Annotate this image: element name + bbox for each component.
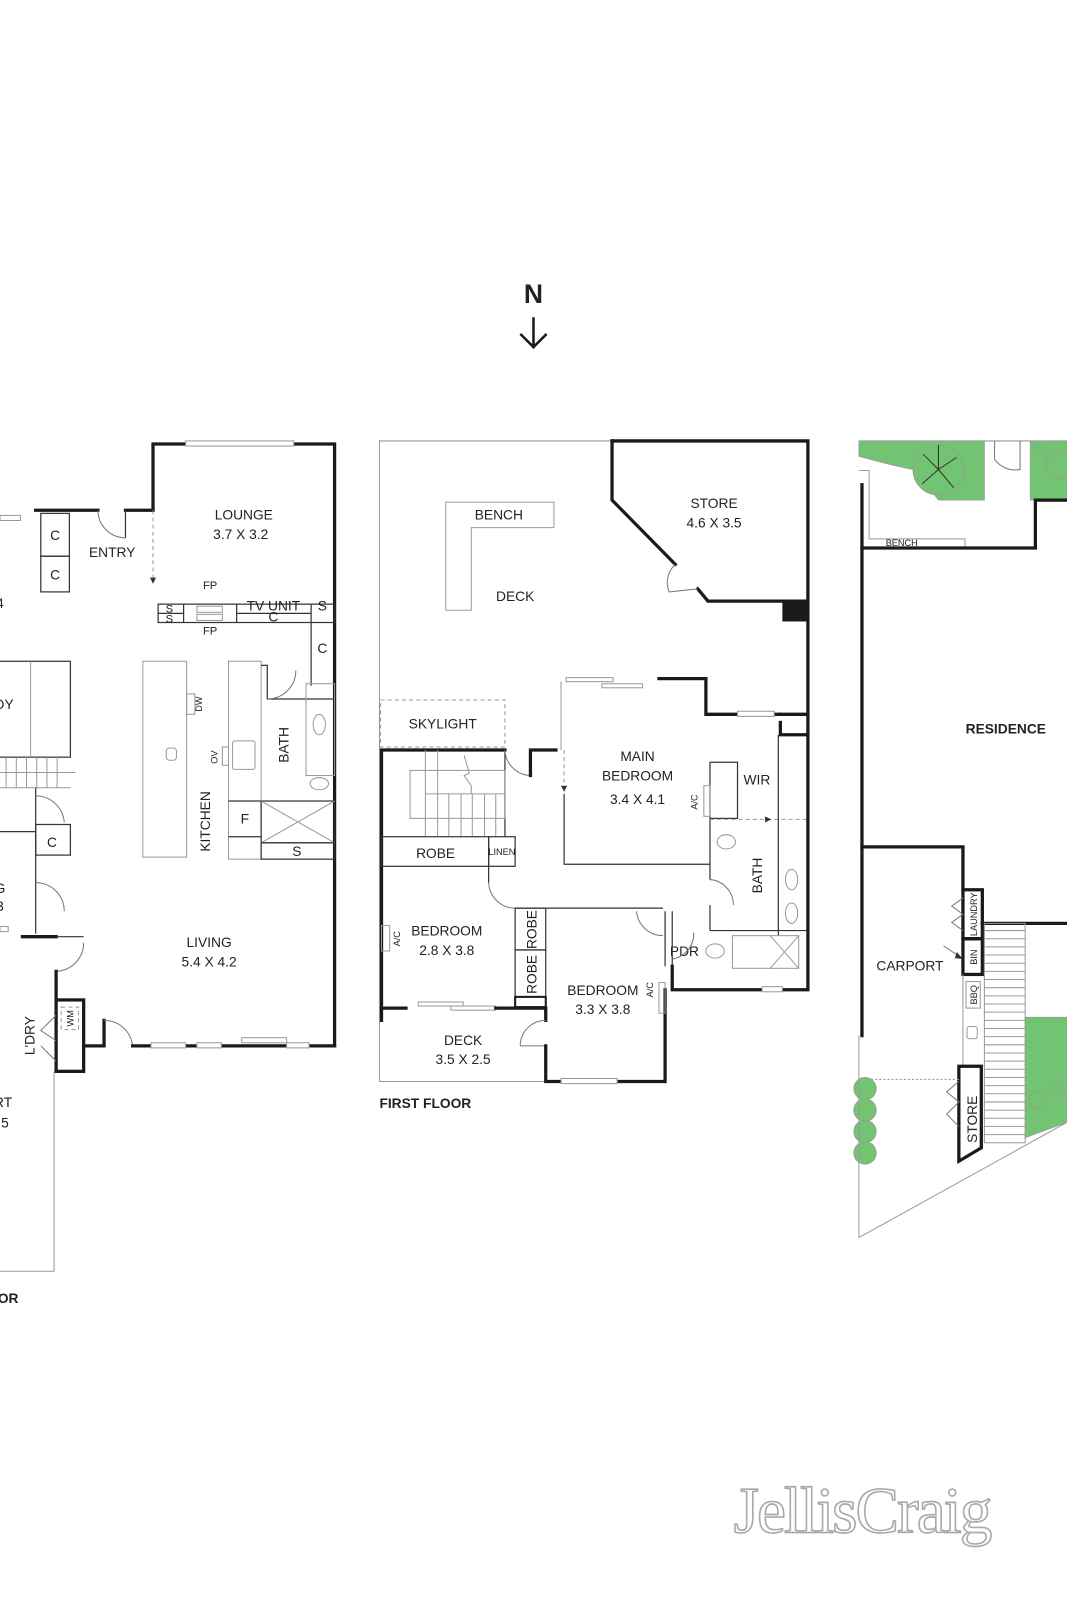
cupboard-label: C bbox=[268, 609, 278, 624]
fireplace-label: FP bbox=[203, 626, 217, 638]
dining-size-fragment: 3 bbox=[0, 899, 4, 914]
oven-label: OV bbox=[209, 750, 219, 764]
store-label: STORE bbox=[690, 496, 737, 511]
cupboard-label: C bbox=[47, 835, 57, 850]
living-label: LIVING bbox=[187, 935, 232, 950]
tv-unit-label: TV UNIT bbox=[247, 598, 301, 613]
entry-label: ENTRY bbox=[89, 545, 135, 560]
garden-area bbox=[1024, 1016, 1067, 1139]
pdr-label: PDR bbox=[670, 944, 699, 959]
stairs bbox=[0, 757, 76, 789]
shelf-label: S bbox=[166, 614, 173, 626]
ac-label: A/C bbox=[392, 931, 402, 947]
carport-label-fragment: RT bbox=[0, 1095, 13, 1110]
lounge-label: LOUNGE bbox=[215, 507, 273, 522]
bath-label: BATH bbox=[750, 858, 765, 894]
kitchen-label: KITCHEN bbox=[198, 791, 213, 851]
bin-label: BIN bbox=[969, 949, 979, 964]
ground-floor-plan: C C LOUNGE 3.7 X 3.2 ENTRY S S FP FP TV … bbox=[0, 440, 337, 1306]
washing-machine-label: WM bbox=[65, 1010, 75, 1026]
deck-size: 3.5 X 2.5 bbox=[436, 1052, 491, 1067]
linen-label: LINEN bbox=[488, 847, 515, 857]
fridge-label: F bbox=[241, 811, 249, 826]
tree-icon bbox=[853, 1077, 877, 1165]
shelf-label: S bbox=[292, 844, 301, 859]
skylight-label: SKYLIGHT bbox=[409, 717, 478, 732]
main-bedroom-label: BEDROOM bbox=[602, 769, 673, 784]
bbq-label: BBQ bbox=[969, 985, 979, 1004]
store-label: STORE bbox=[965, 1096, 980, 1143]
dining-label-fragment: G bbox=[0, 881, 5, 896]
bench-label: BENCH bbox=[886, 538, 918, 548]
study-label-fragment: DY bbox=[0, 697, 14, 712]
robe-label: ROBE bbox=[416, 846, 455, 861]
first-floor-title: FIRST FLOOR bbox=[379, 1096, 471, 1111]
bedroom-3-size: 3.3 X 3.8 bbox=[575, 1002, 630, 1017]
north-label: N bbox=[524, 279, 543, 309]
stairs bbox=[983, 922, 1026, 1144]
shelf-label: S bbox=[166, 603, 173, 615]
dishwasher-label: DW bbox=[194, 696, 204, 712]
arrow-down-icon bbox=[519, 317, 548, 349]
cupboard-label: C bbox=[50, 568, 60, 583]
bedroom-2-size: 2.8 X 3.8 bbox=[419, 943, 474, 958]
fireplace-label: FP bbox=[203, 580, 217, 592]
wir-label: WIR bbox=[744, 773, 771, 788]
lounge-size: 3.7 X 3.2 bbox=[213, 527, 268, 542]
residence-label: RESIDENCE bbox=[966, 722, 1046, 737]
laundry-label: L'DRY bbox=[23, 1016, 38, 1055]
north-compass: N bbox=[519, 279, 548, 349]
bath-label: BATH bbox=[277, 727, 292, 763]
ground-floor-title-fragment: OR bbox=[0, 1291, 19, 1306]
deck-label: DECK bbox=[496, 589, 535, 604]
deck-label: DECK bbox=[444, 1033, 483, 1048]
cupboard-label: C bbox=[317, 641, 327, 656]
bedroom-2-label: BEDROOM bbox=[411, 924, 482, 939]
shelf-label: S bbox=[318, 598, 327, 613]
ac-label: A/C bbox=[645, 982, 655, 998]
main-bedroom-label: MAIN bbox=[620, 749, 654, 764]
bedroom-3-label: BEDROOM bbox=[567, 983, 638, 998]
carport-size-fragment: .5 bbox=[0, 1115, 9, 1130]
site-plan: BENCH RESIDENCE LAUNDRY BIN CARPORT BBQ … bbox=[853, 440, 1067, 1239]
carport-label: CARPORT bbox=[876, 958, 944, 973]
main-bedroom-size: 3.4 X 4.1 bbox=[610, 792, 665, 807]
cooktop-icon bbox=[232, 740, 256, 770]
tree-icon bbox=[912, 443, 965, 496]
robe-label: ROBE bbox=[525, 955, 540, 994]
store-size: 4.6 X 3.5 bbox=[686, 516, 741, 531]
living-size: 5.4 X 4.2 bbox=[182, 954, 237, 969]
cupboard-label: C bbox=[50, 528, 60, 543]
first-floor-plan: STORE 4.6 X 3.5 BENCH DECK SKYLIGHT ROBE… bbox=[378, 439, 810, 1111]
stairs bbox=[409, 750, 506, 837]
room-size-fragment: 4 bbox=[0, 596, 4, 611]
jellis-craig-logo: JellisCraig bbox=[734, 1475, 992, 1547]
laundry-label: LAUNDRY bbox=[969, 892, 979, 936]
ac-label: A/C bbox=[690, 794, 700, 810]
bench-label: BENCH bbox=[475, 507, 523, 522]
robe-label: ROBE bbox=[525, 910, 540, 949]
